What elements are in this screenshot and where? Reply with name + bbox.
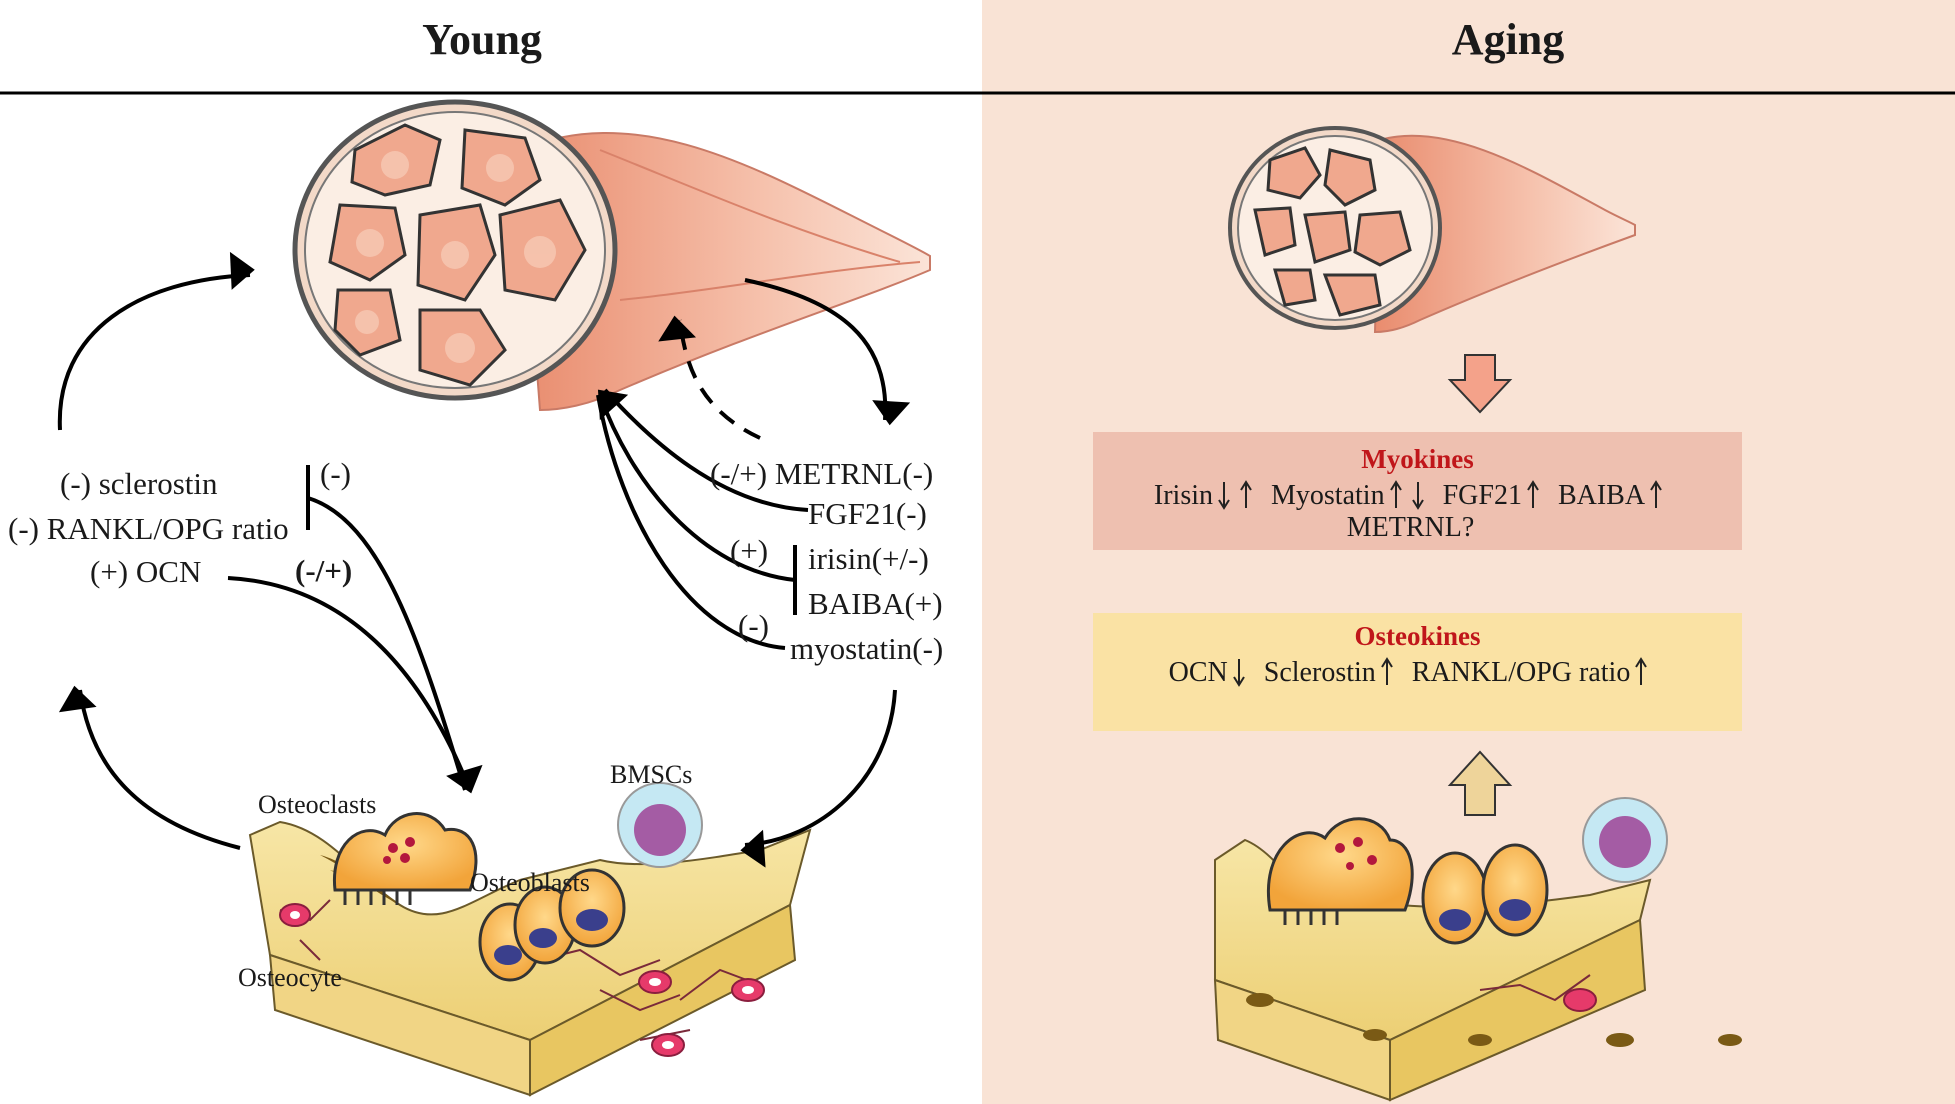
label-inhibit-sign: (-) (320, 456, 351, 491)
label-sclerostin: (-) sclerostin (60, 466, 218, 501)
label-metrnl: (-/+) METRNL(-) (710, 456, 934, 491)
bone-aging-illustration (1213, 797, 1742, 1102)
aging-header: Aging (1451, 15, 1565, 64)
muscle-aging-illustration (1228, 126, 1636, 334)
young-header: Young (422, 15, 542, 64)
osteokines-name: OCN (1168, 657, 1228, 688)
osteokines-text: Osteokines OCN Sclerostin RANKL/OPG ratio (1093, 613, 1742, 731)
label-baiba: BAIBA(+) (808, 586, 943, 621)
myokines-item: Irisin (1154, 480, 1257, 511)
trend-down-icon (1407, 480, 1429, 511)
trend-up-icon (1645, 480, 1667, 511)
label-rankl-opg: (-) RANKL/OPG ratio (8, 511, 289, 546)
myokines-name: FGF21 (1442, 480, 1522, 511)
myokines-name: BAIBA (1557, 480, 1646, 511)
trend-up-icon (1235, 480, 1257, 511)
label-osteocyte: Osteocyte (238, 963, 342, 992)
label-fgf21: FGF21(-) (808, 496, 927, 531)
trend-down-icon (1228, 657, 1250, 688)
bone-young-illustration (248, 782, 812, 1097)
label-mixed-sign: (-/+) (295, 553, 353, 588)
trend-up-icon (1522, 480, 1544, 511)
label-bmscs: BMSCs (610, 760, 693, 789)
myokines-name: Irisin (1153, 480, 1214, 511)
label-ocn: (+) OCN (90, 554, 202, 589)
myokines-item: Myostatin (1271, 480, 1429, 511)
label-irisin: irisin(+/-) (808, 541, 929, 576)
label-osteoclasts: Osteoclasts (258, 790, 377, 819)
myokines-item: FGF21 (1443, 480, 1544, 511)
osteokines-name: RANKL/OPG ratio (1411, 657, 1631, 688)
osteokines-name: Sclerostin (1263, 657, 1376, 688)
myokines-title: Myokines (1361, 444, 1474, 474)
osteokines-list: OCN Sclerostin RANKL/OPG ratio (1093, 657, 1742, 689)
osteokines-item: OCN (1169, 657, 1250, 688)
label-myostatin: myostatin(-) (790, 631, 944, 666)
label-plus-sign: (+) (730, 533, 769, 568)
muscle-young-illustration (292, 99, 931, 412)
osteokines-item: Sclerostin (1264, 657, 1398, 688)
myokines-list: Irisin Myostatin FGF21 BAIBA METRNL? (1093, 480, 1742, 544)
myokines-item: BAIBA (1558, 480, 1667, 511)
myokines-name: Myostatin (1271, 480, 1385, 511)
aging-down-arrow (1447, 354, 1513, 414)
myokines-text: Myokines Irisin Myostatin FGF21 BAIBA METRNL… (1093, 432, 1742, 550)
osteokines-title: Osteokines (1354, 621, 1481, 651)
young-arrows (57, 251, 911, 868)
trend-up-icon (1385, 480, 1407, 511)
osteokines-box (1093, 613, 1742, 731)
label-osteoblasts: Osteoblasts (470, 868, 590, 897)
trend-down-icon (1213, 480, 1235, 511)
myokines-name: METRNL? (1346, 512, 1475, 543)
myokines-item: METRNL? (1347, 512, 1475, 543)
aging-up-arrow (1447, 750, 1513, 816)
trend-up-icon (1376, 657, 1398, 688)
trend-up-icon (1630, 657, 1652, 688)
label-minus-sign: (-) (738, 608, 769, 643)
osteokines-item: RANKL/OPG ratio (1412, 657, 1653, 688)
